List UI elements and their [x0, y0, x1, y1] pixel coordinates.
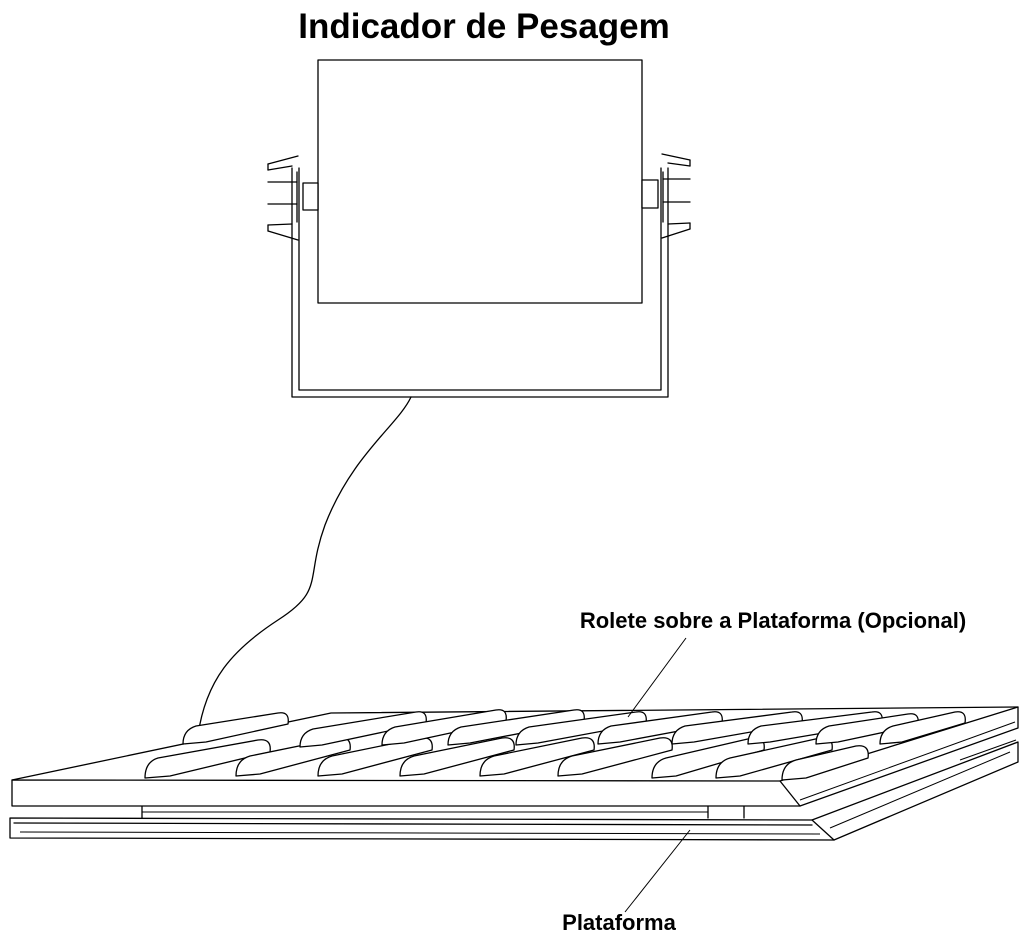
roller [144, 739, 271, 779]
roller-leader-line [627, 637, 687, 718]
left-mounting-knob [267, 155, 319, 241]
roller [447, 709, 585, 746]
roller [399, 737, 515, 777]
roller [182, 712, 289, 745]
roller-set [144, 709, 966, 781]
right-mounting-knob [641, 153, 691, 239]
roller [557, 737, 673, 777]
indicator-bracket [291, 167, 669, 398]
weighing-indicator [267, 59, 691, 398]
connection-cable [197, 396, 412, 736]
indicator-title: Indicador de Pesagem [298, 7, 670, 46]
roller [479, 737, 595, 777]
roller [381, 709, 507, 746]
platform-assembly [9, 706, 1019, 841]
roller [781, 745, 869, 781]
roller [299, 711, 427, 748]
roller-deck [11, 706, 1019, 807]
roller [879, 711, 966, 745]
platform-label: Plataforma [562, 910, 676, 935]
roller-label: Rolete sobre a Plataforma (Opcional) [580, 608, 966, 633]
platform-leader-line [624, 829, 691, 913]
indicator-display-box [317, 59, 643, 304]
